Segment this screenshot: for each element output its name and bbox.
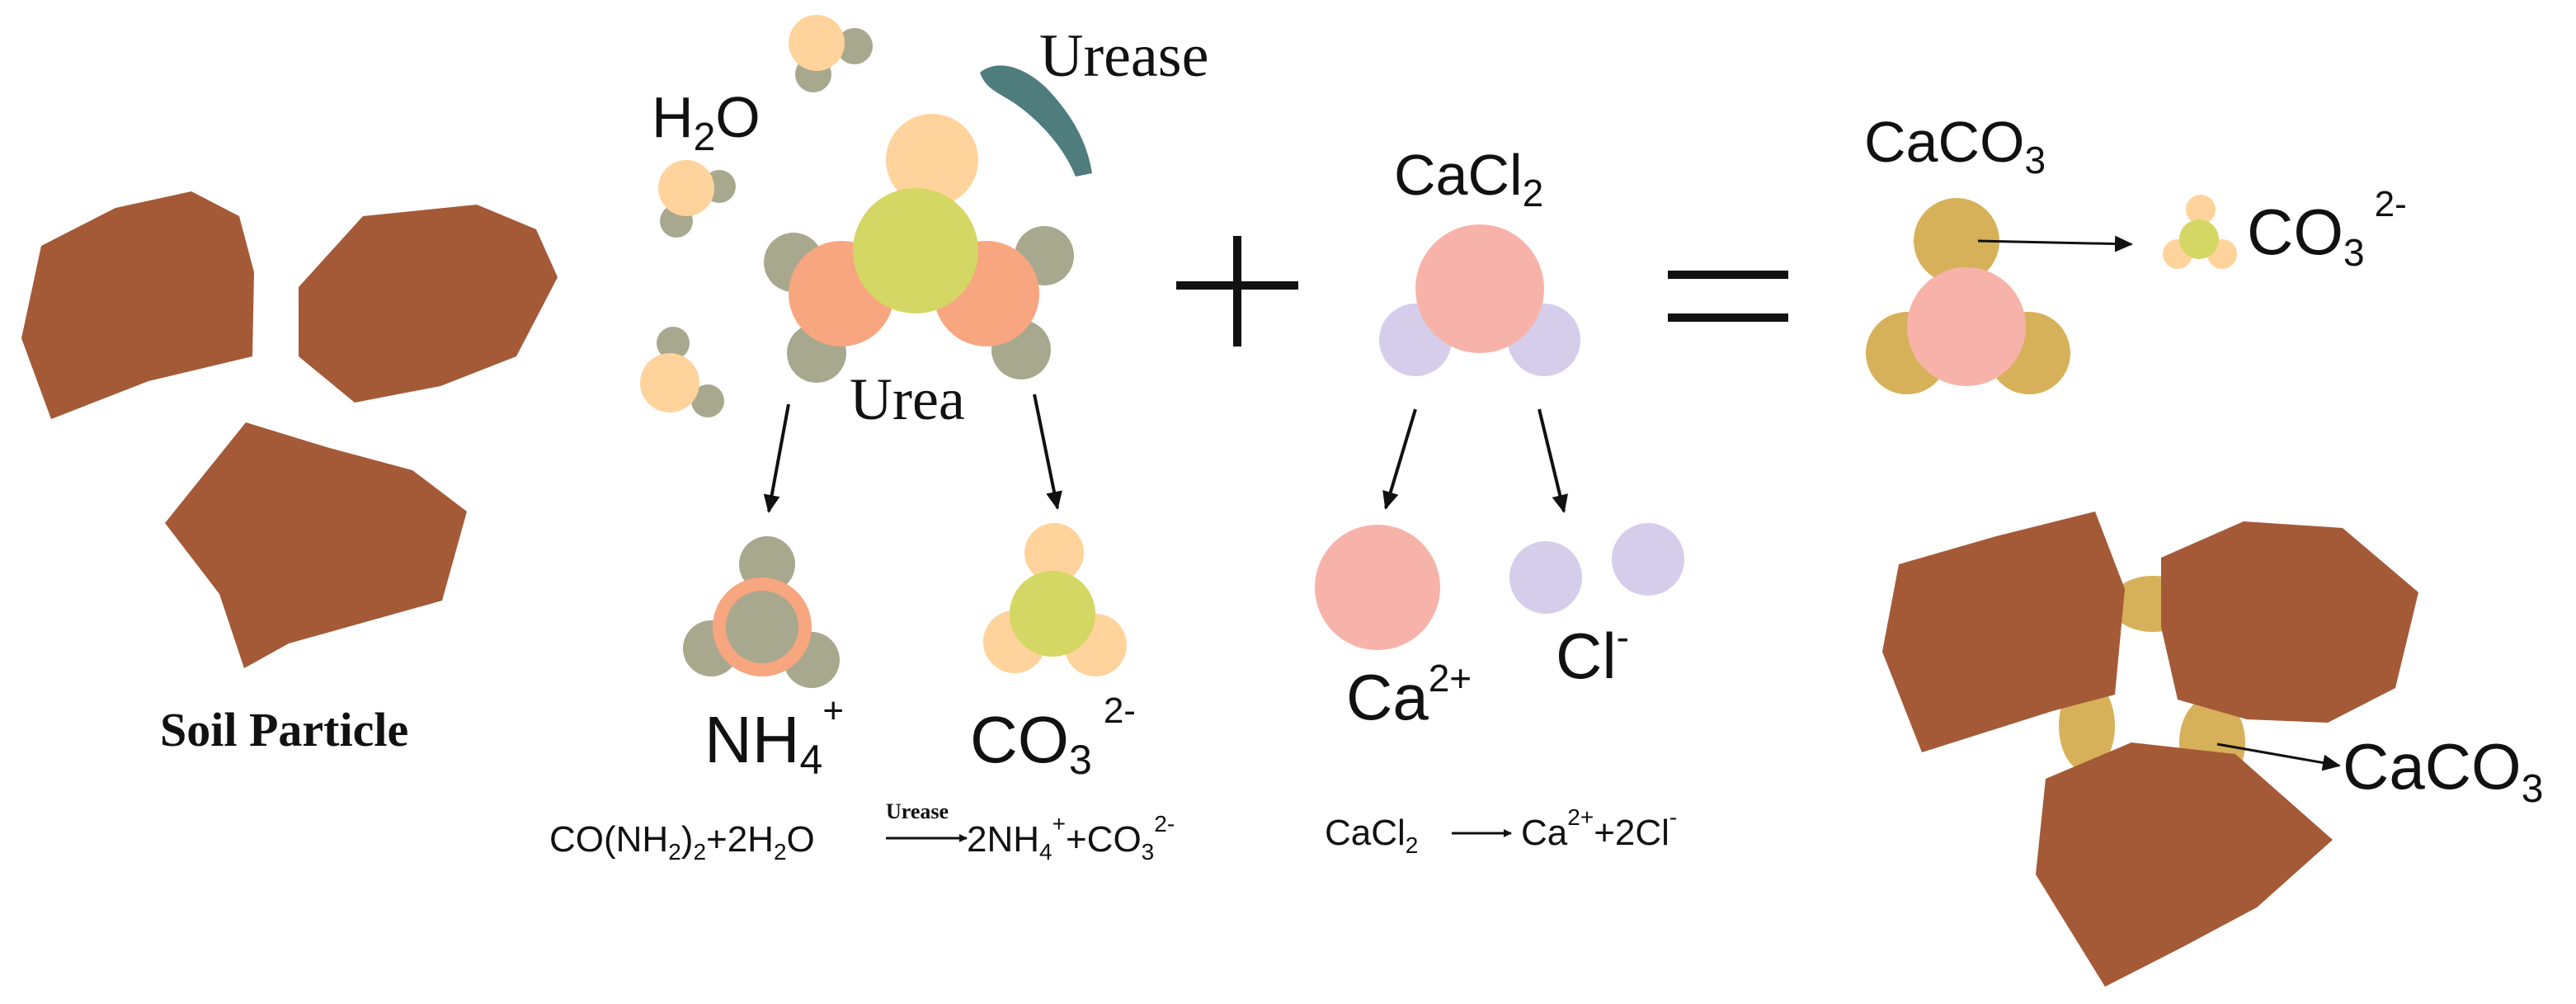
equation-catalyst-label: Urease xyxy=(886,799,949,823)
cl-ion-label: Cl- xyxy=(1556,615,1629,692)
arrow-cacl2-to-cl xyxy=(1538,408,1569,513)
arrow-caco3-to-co3 xyxy=(1977,235,2133,252)
water-molecules xyxy=(640,15,873,417)
carbonate-ion xyxy=(983,523,1127,676)
arrow-bond-to-caco3 xyxy=(2216,742,2341,771)
water-molecule-3 xyxy=(640,327,724,417)
cemented-particle-2 xyxy=(2161,521,2418,723)
caco3-label: CaCO3 xyxy=(1864,110,2046,181)
urease-enzyme xyxy=(980,65,1092,177)
urea-molecule xyxy=(764,114,1074,383)
chloride-ion-2 xyxy=(1612,523,1684,596)
cacl2-label: CaCl2 xyxy=(1394,143,1543,214)
cacl2-dissociation-products: Ca2++2Cl- xyxy=(1521,804,1677,853)
calcium-chloride-molecule xyxy=(1379,224,1580,376)
equals-sign xyxy=(1668,271,1788,322)
calcium-carbonate-molecule xyxy=(1866,198,2070,394)
co3-small-label: CO32- xyxy=(2247,184,2407,274)
soil-particle-1 xyxy=(21,191,254,419)
water-molecule-2 xyxy=(658,160,736,238)
cemented-soil-group xyxy=(1882,511,2418,987)
cemented-particle-3 xyxy=(2036,742,2333,987)
caco3-product-label: CaCO3 xyxy=(2343,730,2543,811)
arrow-urea-to-nh4 xyxy=(763,403,790,513)
calcium-ion xyxy=(1315,525,1440,650)
soil-particle-3 xyxy=(165,422,467,668)
loose-soil-particles xyxy=(21,191,558,668)
h2o-label: H2O xyxy=(652,85,761,159)
urea-hydrolysis-products: 2NH4++CO32- xyxy=(967,811,1175,865)
chloride-ion-1 xyxy=(1509,541,1582,614)
arrow-urea-to-co3 xyxy=(1033,394,1062,510)
plus-sign xyxy=(1176,236,1298,346)
urea-label: Urea xyxy=(850,366,965,432)
soil-particle-label: Soil Particle xyxy=(160,703,408,757)
soil-particle-2 xyxy=(299,205,558,403)
arrow-cacl2-to-ca xyxy=(1382,408,1417,510)
urea-hydrolysis-equation: CO(NH2)2+2H2O xyxy=(549,819,815,865)
water-molecule-1 xyxy=(789,15,873,92)
cacl2-dissociation-equation: CaCl2 xyxy=(1325,813,1418,858)
urease-label: Urease xyxy=(1039,22,1208,90)
carbonate-ion-small xyxy=(2163,195,2237,269)
cemented-particle-1 xyxy=(1882,511,2125,752)
nh4-label: NH4+ xyxy=(704,691,844,783)
ca-ion-label: Ca2+ xyxy=(1346,657,1472,733)
ammonium-ion xyxy=(683,536,840,688)
co3-ion-label: CO32- xyxy=(970,691,1136,783)
